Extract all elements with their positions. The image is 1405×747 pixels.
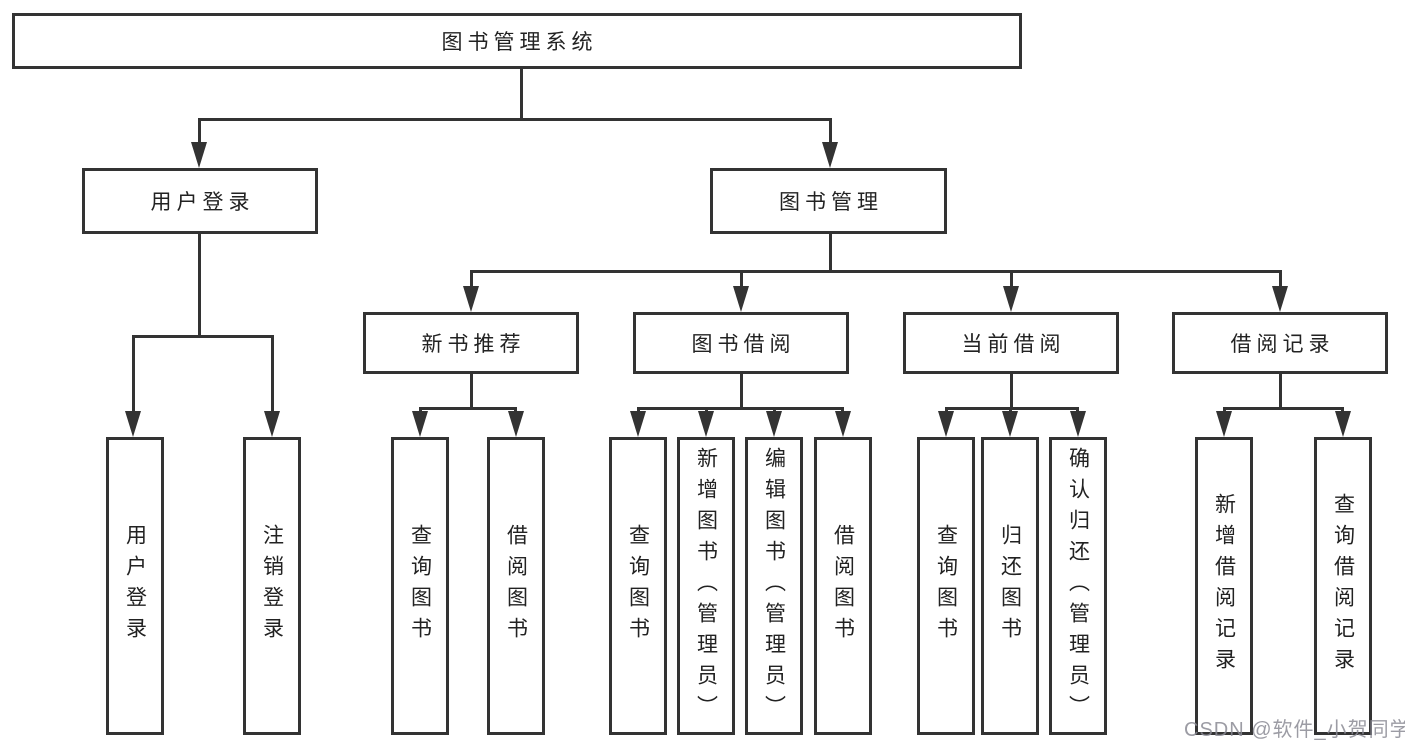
connector-drop-new-book	[470, 270, 473, 290]
leaf-borrow-books-borrowing: 借阅图书	[814, 437, 872, 735]
node-borrowing-records: 借阅记录	[1172, 312, 1388, 374]
leaf-confirm-return-admin: 确认归还（管理员）	[1049, 437, 1107, 735]
leaf-edit-book-admin: 编辑图书（管理员）	[745, 437, 803, 735]
connector-user-login-stem	[198, 234, 201, 337]
leaf-query-books-current: 查询图书	[917, 437, 975, 735]
connector-drop-book-management	[829, 118, 832, 144]
connector-current-borrow-stem	[1010, 374, 1013, 410]
node-book-management: 图书管理	[710, 168, 947, 234]
arrowhead-book-borrow	[733, 286, 749, 312]
connector-user-login-bar	[132, 335, 273, 338]
arrowhead-edit-book	[766, 411, 782, 437]
connector-book-borrow-stem	[740, 374, 743, 410]
connector-drop-leaf-logout	[271, 335, 274, 415]
connector-borrow-records-stem	[1279, 374, 1282, 410]
node-book-borrowing: 图书借阅	[633, 312, 849, 374]
arrowhead-borrow-records	[1272, 286, 1288, 312]
connector-drop-borrow-records	[1279, 270, 1282, 290]
leaf-query-borrow-record: 查询借阅记录	[1314, 437, 1372, 735]
arrowhead-new-book	[463, 286, 479, 312]
arrowhead-user-login	[191, 142, 207, 168]
arrowhead-book-management	[822, 142, 838, 168]
arrowhead-query-books-1	[412, 411, 428, 437]
connector-current-borrow-bar	[945, 407, 1079, 410]
arrowhead-add-book	[698, 411, 714, 437]
connector-drop-current-borrow	[1010, 270, 1013, 290]
node-current-borrowing: 当前借阅	[903, 312, 1119, 374]
connector-root-bar	[198, 118, 831, 121]
leaf-user-login: 用户登录	[106, 437, 164, 735]
connector-drop-book-borrow	[740, 270, 743, 290]
node-library-management-system: 图书管理系统	[12, 13, 1022, 69]
arrowhead-query-books-3	[938, 411, 954, 437]
leaf-borrow-books-recommend: 借阅图书	[487, 437, 545, 735]
arrowhead-add-record	[1216, 411, 1232, 437]
connector-new-book-bar	[419, 407, 517, 410]
arrowhead-query-record	[1335, 411, 1351, 437]
leaf-logout: 注销登录	[243, 437, 301, 735]
leaf-add-borrow-record: 新增借阅记录	[1195, 437, 1253, 735]
connector-new-book-stem	[470, 374, 473, 410]
connector-drop-user-login	[198, 118, 201, 144]
connector-drop-leaf-user-login	[132, 335, 135, 415]
node-new-book-recommendation: 新书推荐	[363, 312, 579, 374]
arrowhead-return-book	[1002, 411, 1018, 437]
connector-borrow-records-bar	[1223, 407, 1344, 410]
csdn-watermark: CSDN @软件_小贺同学	[1184, 719, 1405, 741]
connector-book-borrow-bar	[637, 407, 844, 410]
arrowhead-current-borrow	[1003, 286, 1019, 312]
arrowhead-confirm-return	[1070, 411, 1086, 437]
arrowhead-borrow-books-2	[835, 411, 851, 437]
arrowhead-leaf-user-login	[125, 411, 141, 437]
node-user-login: 用户登录	[82, 168, 318, 234]
leaf-add-book-admin: 新增图书（管理员）	[677, 437, 735, 735]
connector-book-management-bar	[470, 270, 1281, 273]
connector-root-stem	[520, 69, 523, 118]
arrowhead-query-books-2	[630, 411, 646, 437]
arrowhead-borrow-books-1	[508, 411, 524, 437]
arrowhead-leaf-logout	[264, 411, 280, 437]
leaf-return-book: 归还图书	[981, 437, 1039, 735]
leaf-query-books-recommend: 查询图书	[391, 437, 449, 735]
leaf-query-books-borrowing: 查询图书	[609, 437, 667, 735]
connector-book-management-stem	[829, 234, 832, 272]
